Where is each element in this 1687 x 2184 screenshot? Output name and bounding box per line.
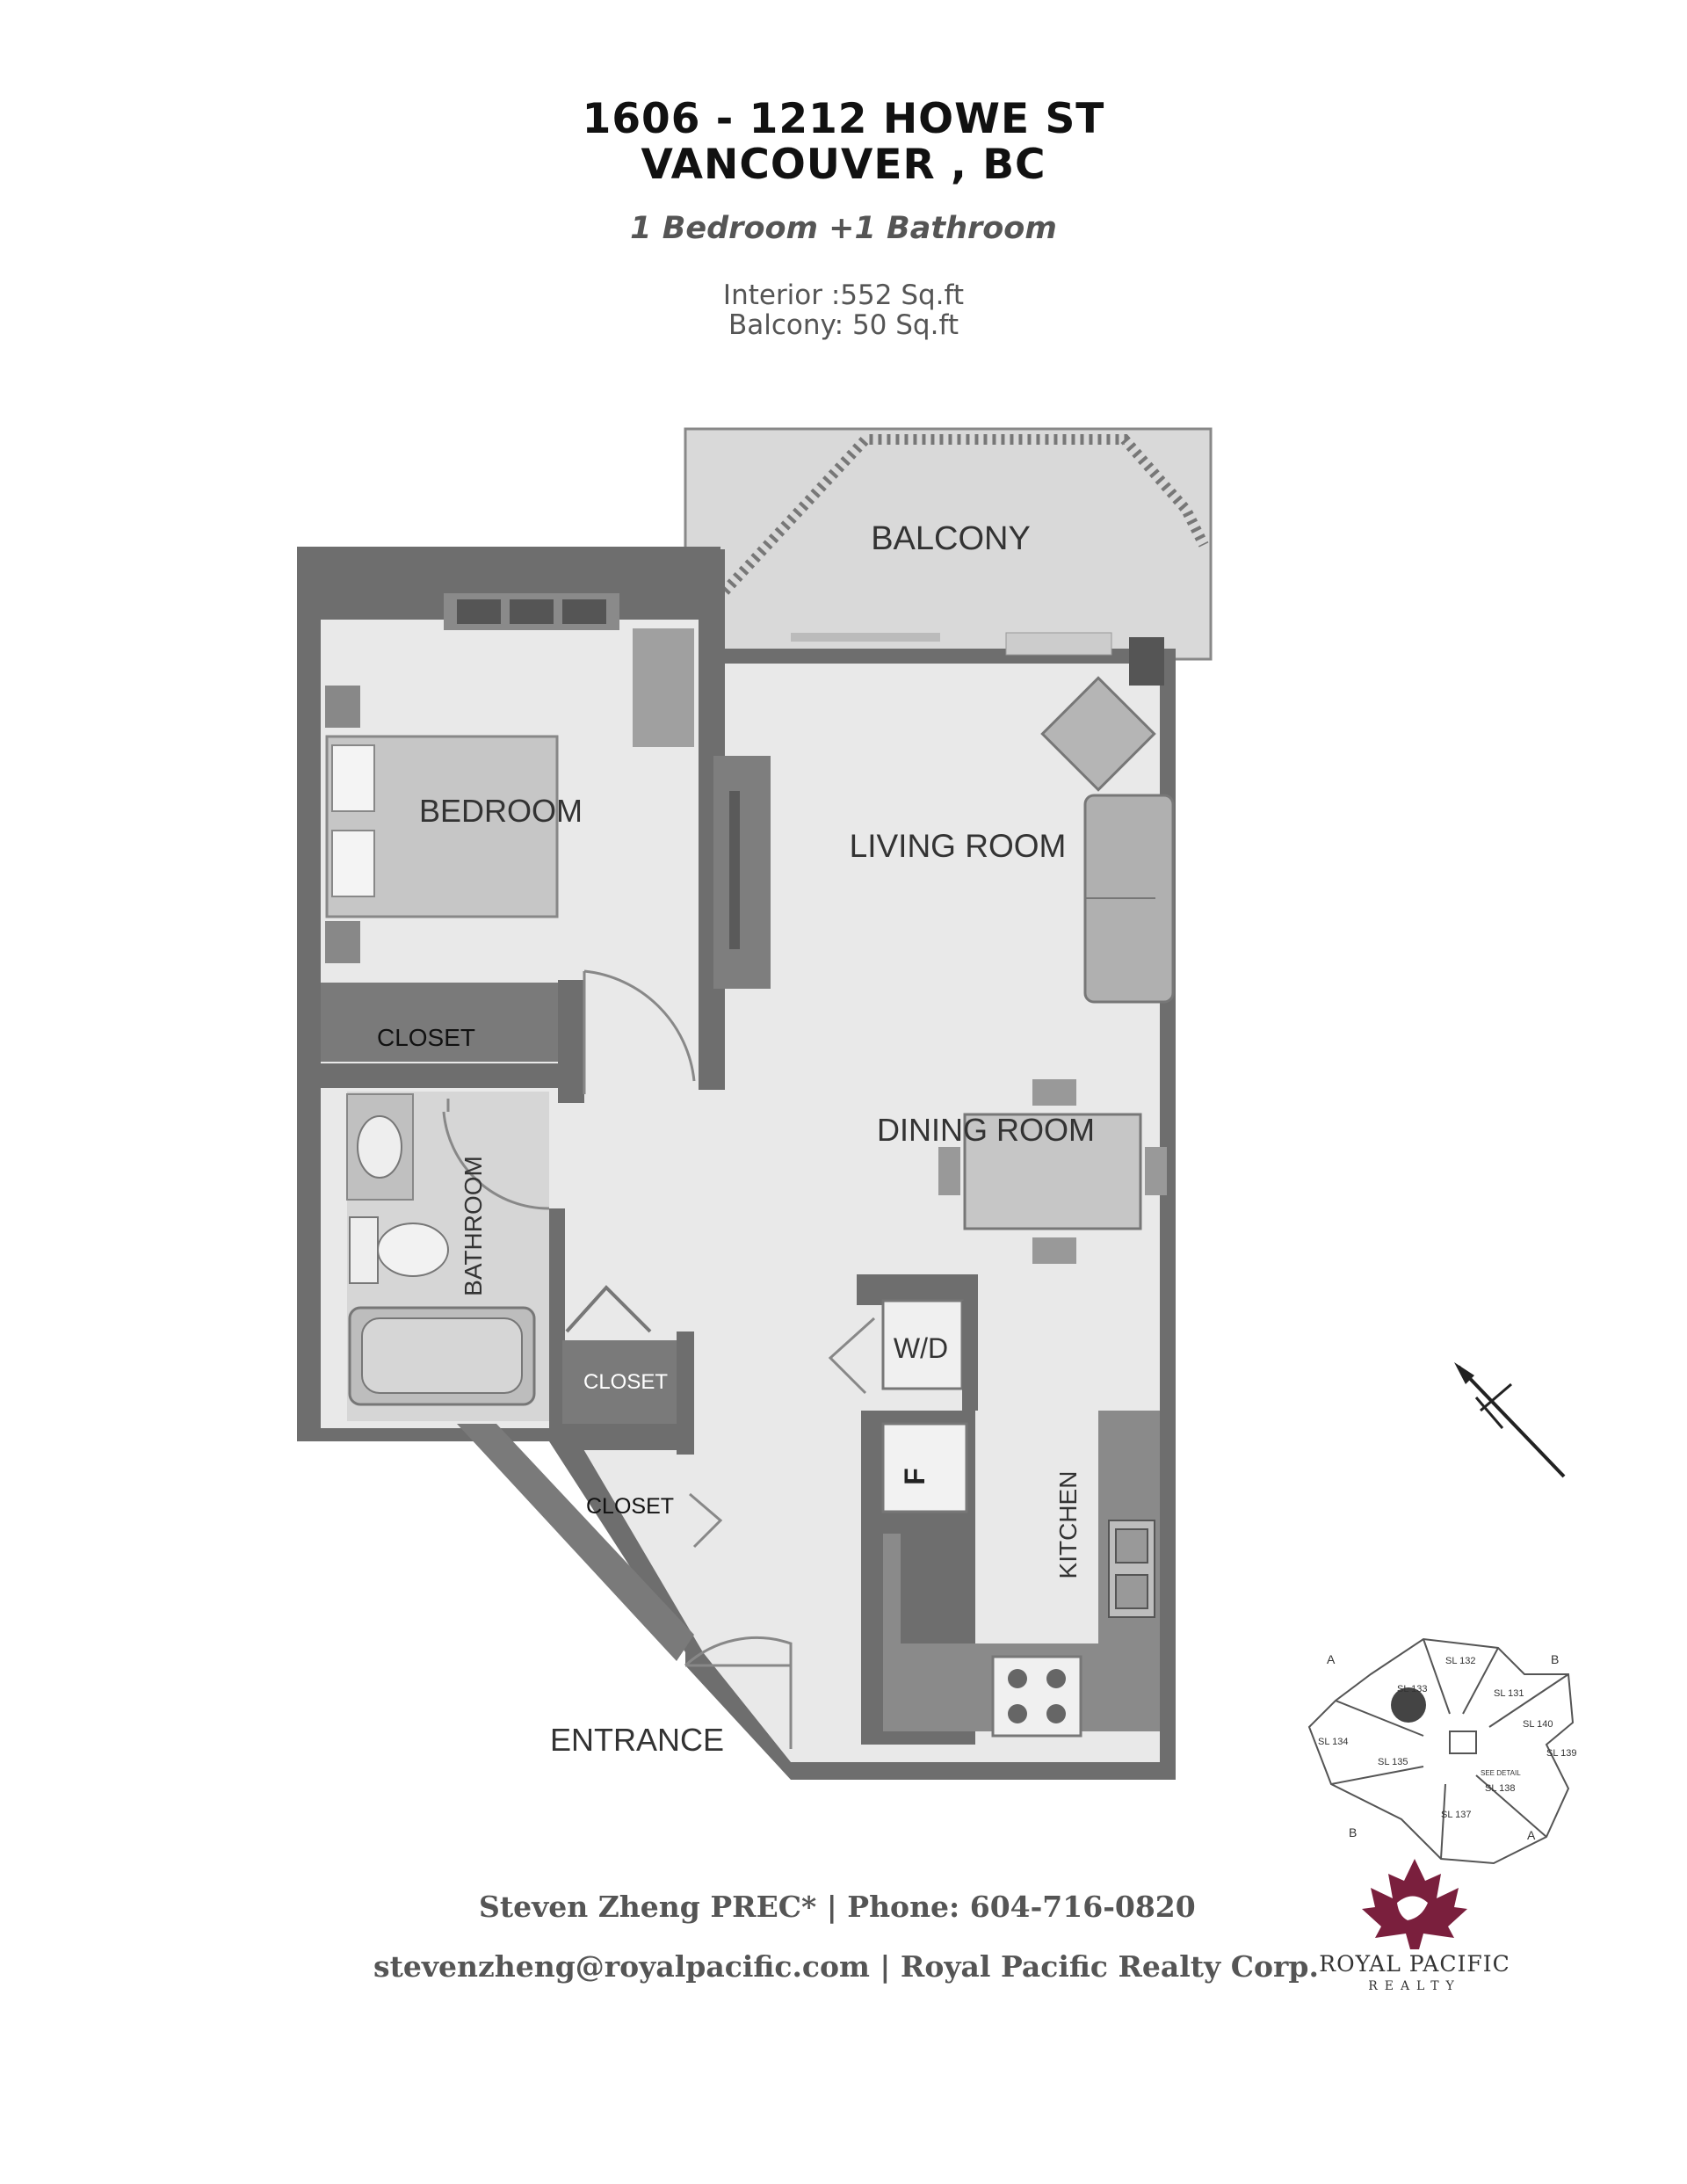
label-balcony: BALCONY (871, 520, 1031, 557)
dining-table (963, 1113, 1142, 1230)
nightstand-bottom (325, 921, 360, 963)
kp-marker-b2: B (1349, 1825, 1357, 1839)
window-pane-3 (562, 599, 606, 624)
label-dining-room: DINING ROOM (877, 1112, 1095, 1148)
toilet-bowl (377, 1223, 449, 1277)
kp-see-detail: SEE DETAIL (1481, 1769, 1521, 1777)
kp-sl133: SL 133 (1397, 1684, 1427, 1694)
kp-sl135: SL 135 (1378, 1757, 1408, 1767)
window-pane-2 (510, 599, 554, 624)
key-plan-labels: SL 132 SL 131 SL 133 SL 140 SL 134 SL 13… (1318, 1652, 1576, 1842)
bath-top-wall (321, 1063, 567, 1088)
tub-basin (361, 1317, 523, 1394)
bath-wall (549, 1208, 565, 1428)
sink (357, 1115, 402, 1179)
pillow-2 (331, 830, 375, 897)
wd-right-wall (962, 1301, 978, 1411)
bathroom-door (442, 1099, 550, 1210)
tv-unit (713, 756, 771, 989)
key-plan-unit-marker (1391, 1687, 1426, 1723)
balcony-floor (684, 427, 1213, 661)
label-entrance: ENTRANCE (550, 1722, 724, 1758)
wd-door (828, 1317, 876, 1395)
burner-4 (1046, 1704, 1066, 1723)
hall-closet-door (565, 1285, 652, 1333)
label-bathroom: BATHROOM (460, 1156, 487, 1296)
kp-sl137: SL 137 (1441, 1810, 1471, 1820)
armchair (1040, 676, 1156, 792)
chair-top (1032, 1079, 1076, 1106)
logo-line-2: REALTY (1368, 1979, 1461, 1993)
label-closet-hall: CLOSET (583, 1370, 668, 1394)
interior-area: Interior :552 Sq.ft (722, 279, 965, 311)
balcony-railing (714, 434, 1209, 602)
bedroom-door (583, 969, 696, 1094)
window-pane-1 (457, 599, 501, 624)
kp-marker-b1: B (1551, 1652, 1559, 1666)
address-line-1: 1606 - 1212 HOWE ST (582, 95, 1105, 143)
label-fridge: F (899, 1468, 930, 1485)
label-living-room: LIVING ROOM (850, 828, 1067, 864)
nightstand-top (325, 686, 360, 728)
balcony-door-right (1005, 632, 1112, 656)
logo-line-1: ROYAL PACIFIC (1319, 1951, 1510, 1977)
wd-unit (881, 1299, 964, 1390)
kp-sl131: SL 131 (1494, 1688, 1524, 1699)
kp-sl139: SL 139 (1546, 1748, 1576, 1759)
entry-closet-door (689, 1492, 723, 1549)
bedroom-closet (321, 983, 567, 1062)
kp-marker-a2: A (1527, 1828, 1536, 1842)
hall-closet-bottom (562, 1424, 694, 1450)
address-line-2: VANCOUVER , BC (641, 141, 1046, 189)
unit-type: 1 Bedroom +1 Bathroom (630, 211, 1057, 246)
kp-sl134: SL 134 (1318, 1737, 1348, 1747)
kp-sl140: SL 140 (1523, 1719, 1553, 1730)
label-kitchen: KITCHEN (1054, 1471, 1082, 1579)
label-closet-bedroom: CLOSET (377, 1024, 475, 1051)
agent-info: Steven Zheng PREC* | Phone: 604-716-0820 (479, 1890, 1196, 1924)
pillow-1 (331, 744, 375, 812)
key-plan (1307, 1637, 1575, 1865)
toilet-tank (349, 1216, 379, 1284)
kp-sl138: SL 138 (1485, 1783, 1515, 1794)
contact-info: stevenzheng@royalpacific.com | Royal Pac… (373, 1949, 1319, 1984)
chair-left (938, 1147, 960, 1195)
kp-sl132: SL 132 (1445, 1656, 1475, 1666)
balcony-door-left (791, 633, 940, 642)
royal-pacific-logo: ROYAL PACIFIC REALTY (1309, 1854, 1520, 2004)
sink-bowl-1 (1115, 1528, 1148, 1564)
burner-1 (1008, 1669, 1027, 1688)
burner-2 (1046, 1669, 1066, 1688)
label-wd: W/D (894, 1332, 948, 1364)
balcony-area: Balcony: 50 Sq.ft (728, 309, 959, 341)
maple-leaf-icon (1362, 1859, 1467, 1949)
stove (991, 1655, 1082, 1738)
kp-marker-a1: A (1327, 1652, 1336, 1666)
column-right (1129, 637, 1164, 686)
tv-screen (729, 791, 740, 949)
fridge (881, 1422, 968, 1513)
chair-bottom (1032, 1237, 1076, 1264)
entry-diagonal-wall (457, 1424, 694, 1661)
sink-bowl-2 (1115, 1574, 1148, 1609)
label-closet-entry: CLOSET (586, 1494, 674, 1519)
compass-icon (1454, 1362, 1566, 1478)
chair-right (1145, 1147, 1167, 1195)
burner-3 (1008, 1704, 1027, 1723)
label-bedroom: BEDROOM (419, 793, 583, 829)
bedroom-column (633, 628, 694, 747)
entrance-door (684, 1636, 793, 1749)
hall-closet (562, 1340, 685, 1428)
